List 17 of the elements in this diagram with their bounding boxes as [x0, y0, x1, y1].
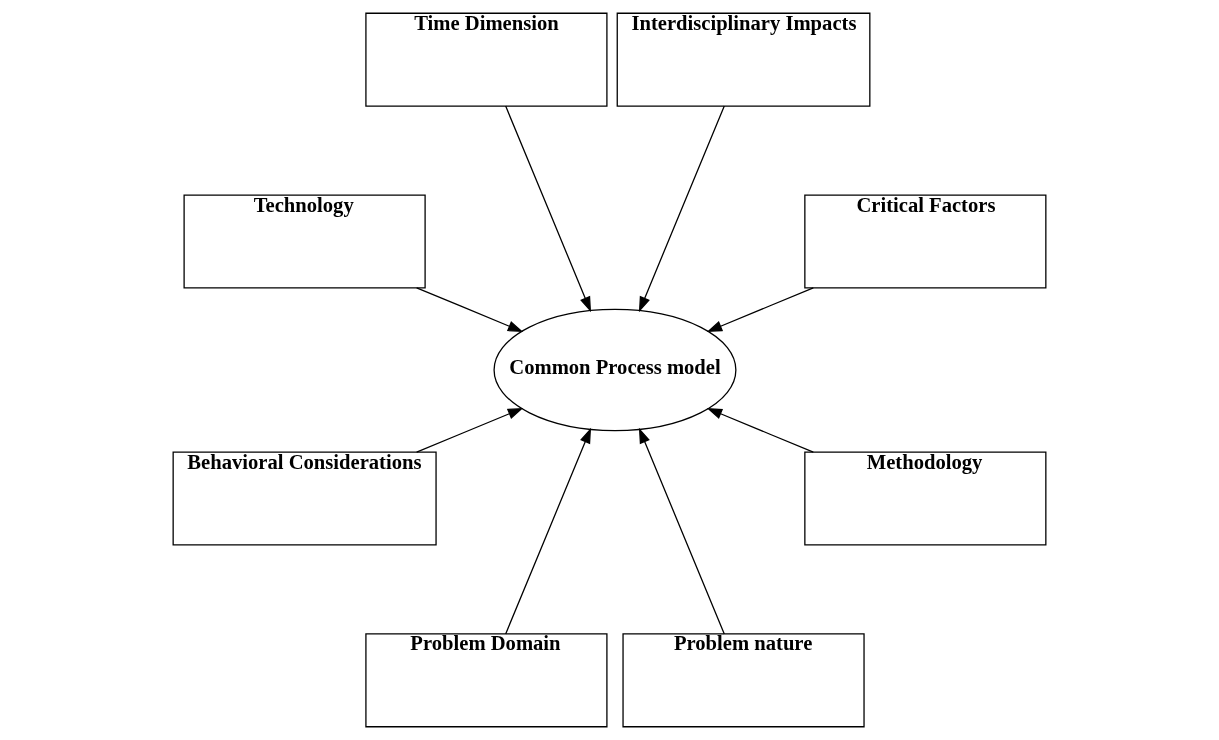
arrow — [706, 287, 814, 332]
node-box: Problem Domain — [365, 633, 608, 728]
node-box: Critical Factors — [804, 194, 1047, 289]
node-box: Technology — [183, 194, 426, 289]
arrow — [706, 408, 814, 453]
arrow — [505, 427, 592, 635]
node-box: Problem nature — [622, 633, 865, 728]
node-ellipse: Common Process model — [493, 308, 737, 432]
arrow — [638, 105, 725, 313]
node-box: Behavioral Considerations — [172, 451, 437, 546]
arrow — [416, 408, 524, 453]
arrow — [505, 105, 592, 313]
arrow — [416, 287, 524, 332]
node-box: Methodology — [804, 451, 1047, 546]
node-box: Interdisciplinary Impacts — [616, 12, 871, 107]
node-box: Time Dimension — [365, 12, 608, 107]
arrow — [638, 427, 725, 635]
